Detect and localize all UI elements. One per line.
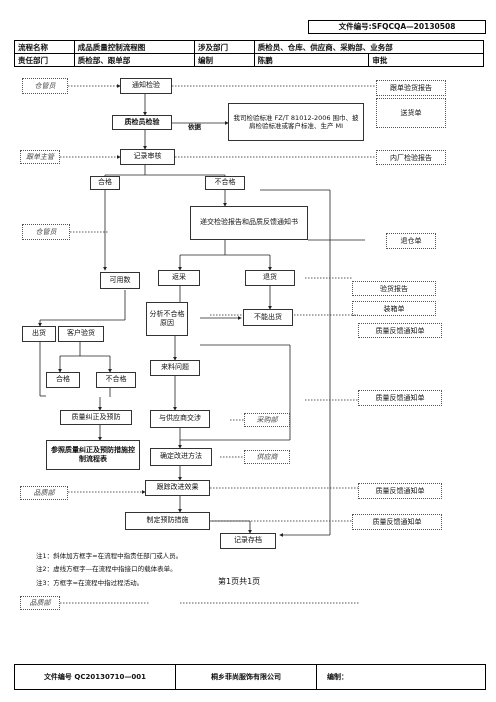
role-warehouse: 仓管员 <box>22 78 68 94</box>
doc-inspection-report: 验货报告 <box>352 281 436 296</box>
note-line: 注3：方框字=在流程中指过程活动。 <box>36 579 144 587</box>
box-material-issue: 来料问题 <box>150 360 200 376</box>
box-inspector-check: 质检员检验 <box>112 115 172 130</box>
box-pass: 合格 <box>46 372 80 388</box>
footer-file-number: 文件编号 QC20130710—001 <box>15 665 176 689</box>
doc-packing-list: 装箱单 <box>352 301 436 316</box>
box-track-effect: 跟踪改进效果 <box>145 480 210 496</box>
box-prevention-measures: 制定预防措施 <box>125 512 210 530</box>
header-cell: 陈鹏 <box>253 53 370 67</box>
box-negotiate-supplier: 与供应商交涉 <box>150 410 210 428</box>
header-cell: 编制 <box>194 53 255 67</box>
role-supplier: 供应商 <box>244 450 290 464</box>
document-number: 文件编号:SFQCQA—20130508 <box>308 20 486 34</box>
basis-label: 依据 <box>188 123 201 131</box>
doc-return-slip: 退仓单 <box>386 233 436 249</box>
box-text: 质检员检验 <box>124 117 160 126</box>
box-usable-qty: 可用数 <box>100 272 140 289</box>
box-fail: 不合格 <box>205 176 245 190</box>
role-quality-dept: 品质部 <box>20 486 68 500</box>
note-line: 注2：虚线方框字—在流程中指接口的载体表单。 <box>36 565 177 573</box>
header-cell: 责任部门 <box>14 53 75 67</box>
role-warehouse: 仓管员 <box>22 224 70 240</box>
doc-quality-feedback: 质量反馈通知单 <box>352 514 442 530</box>
box-record-review: 记录审核 <box>120 149 175 165</box>
box-submit-report: 递交检验报告和品质反馈通知书 <box>190 206 308 240</box>
footer-editor: 编制： <box>327 673 348 681</box>
header-cell: 审批 <box>368 53 484 67</box>
box-rework: 返采 <box>158 270 200 286</box>
role-merch-supervisor: 跟单主管 <box>20 150 60 164</box>
box-confirm-improvement: 确定改进方法 <box>150 448 212 466</box>
box-record-archive: 记录存档 <box>220 533 276 549</box>
box-reference-flow: 参照质量纠正及预防措施控制流程表 <box>46 440 140 470</box>
box-corrective-action: 质量纠正及预防 <box>60 410 132 425</box>
doc-merch-report: 跟单验货报告 <box>376 80 446 96</box>
note-line: 注1：斜体加方框字=在流程中指责任部门或人员。 <box>36 552 183 560</box>
box-inspection-standard: 我司检验标准 FZ/T 81012-2006 围巾、披肩检验标准或客户标准、生产… <box>228 103 364 141</box>
doc-delivery-note: 送货单 <box>376 98 446 128</box>
box-customer-inspection: 客户验货 <box>58 326 104 342</box>
page-number: 第1页共1页 <box>218 577 261 586</box>
doc-quality-feedback: 质量反馈通知单 <box>358 323 442 338</box>
header-table: 流程名称 成品质量控制流程图 涉及部门 质检员、仓库、供应商、采购部、业务部 责… <box>14 40 485 67</box>
role-quality-dept: 品质部 <box>20 596 60 610</box>
box-fail: 不合格 <box>96 372 136 388</box>
footer-company: 桐乡菲尚服饰有限公司 <box>176 665 317 689</box>
footer: 文件编号 QC20130710—001 桐乡菲尚服饰有限公司 编制： <box>14 664 486 690</box>
box-analyze-cause: 分析不合格原因 <box>146 302 188 336</box>
header-cell: 质检部、跟单部 <box>73 53 196 67</box>
box-notify-inspection: 通知检验 <box>120 78 172 94</box>
doc-quality-feedback: 质量反馈通知单 <box>358 483 442 499</box>
doc-internal-report: 内厂检验报告 <box>376 150 446 165</box>
box-ship: 出货 <box>22 326 56 342</box>
box-pass: 合格 <box>90 176 120 190</box>
box-cannot-ship: 不能出货 <box>243 309 293 326</box>
box-return-goods: 退货 <box>245 270 295 286</box>
doc-quality-feedback: 质量反馈通知单 <box>358 390 442 406</box>
role-purchase-dept: 采购部 <box>244 413 290 427</box>
